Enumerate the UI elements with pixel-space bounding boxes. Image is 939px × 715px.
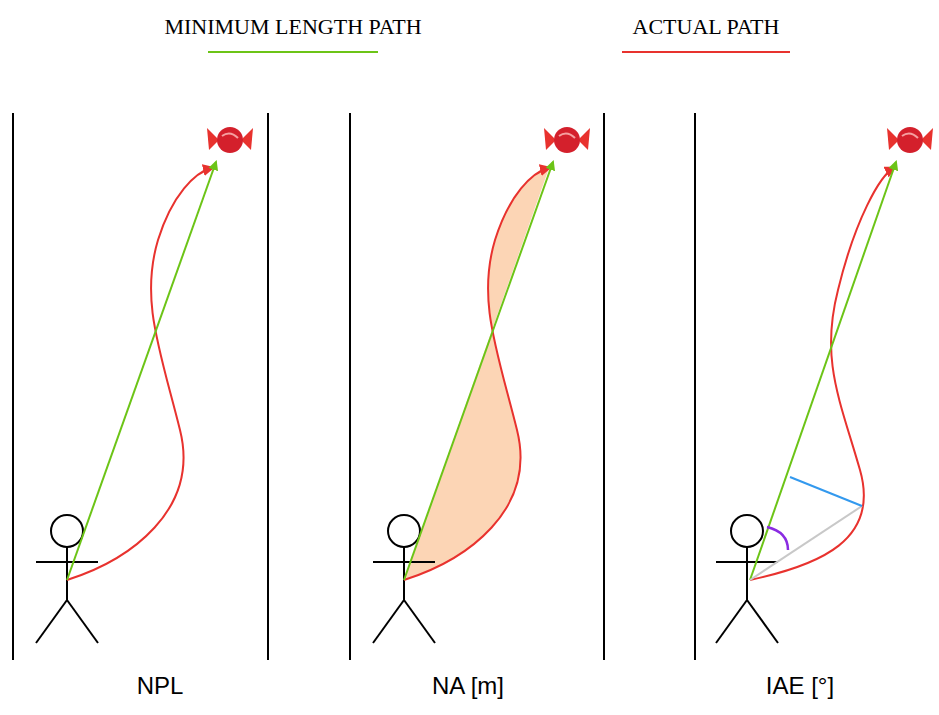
panel-label: NA [m] xyxy=(432,672,504,700)
legend-line xyxy=(208,51,378,53)
legend-text: ACTUAL PATH xyxy=(633,14,780,40)
legend-line xyxy=(622,51,790,53)
panel-label: NPL xyxy=(137,672,184,700)
panel-label: IAE [°] xyxy=(766,672,834,700)
legend-text: MINIMUM LENGTH PATH xyxy=(164,14,421,40)
